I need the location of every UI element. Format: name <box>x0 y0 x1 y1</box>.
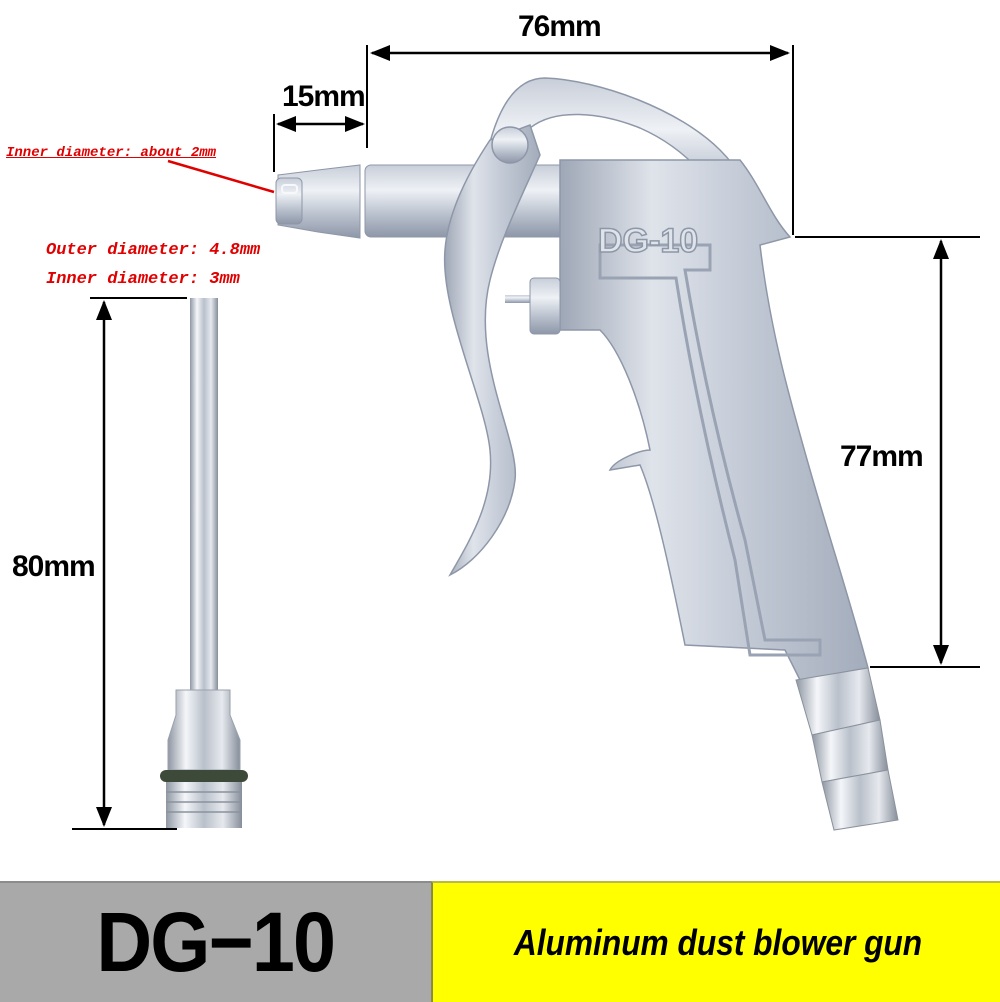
annotation-extension-outer-diameter: Outer diameter: 4.8mm <box>46 241 261 260</box>
description-banner: Aluminum dust blower gun <box>431 881 1000 1002</box>
dimension-label-overall-length: 76mm <box>518 10 602 43</box>
annotation-extension-inner-diameter: Inner diameter: 3mm <box>46 270 240 289</box>
dimension-line-77mm <box>795 236 980 668</box>
annotation-leader-line <box>167 159 275 194</box>
body-marking-text: DG-10 <box>598 222 698 260</box>
annotation-nozzle-inner-diameter: Inner diameter: about 2mm <box>6 145 217 161</box>
dimension-line-15mm <box>273 114 365 172</box>
blow-gun: DG-10 <box>275 77 899 831</box>
dimension-line-80mm <box>72 297 187 830</box>
dimension-label-nozzle-length: 15mm <box>282 80 366 113</box>
product-description: Aluminum dust blower gun <box>513 921 922 963</box>
model-name: DG−10 <box>96 895 337 989</box>
extension-nozzle <box>160 298 248 828</box>
dimension-line-76mm <box>366 45 794 235</box>
dimension-label-extension-length: 80mm <box>12 550 96 583</box>
dimension-label-grip-height: 77mm <box>840 440 924 473</box>
model-banner: DG−10 <box>0 881 431 1002</box>
